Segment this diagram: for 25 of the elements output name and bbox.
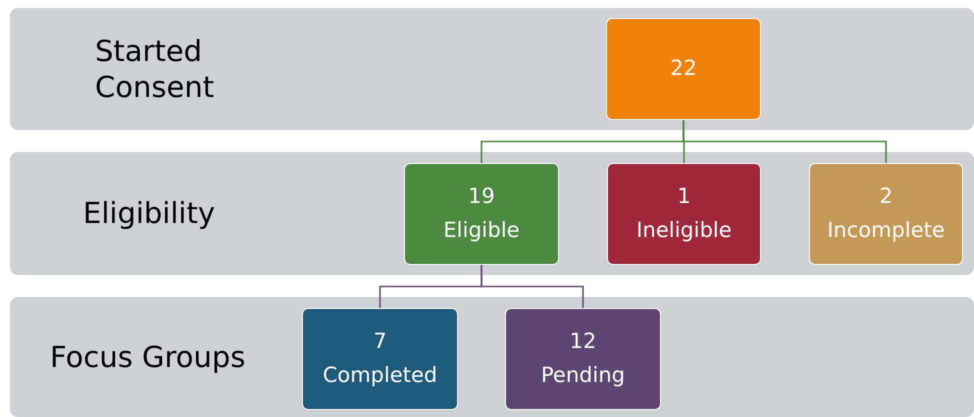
count-value: 1 [677,183,691,210]
count-box [404,163,559,265]
count-value: 7 [373,328,387,356]
connector-line [480,265,584,308]
count-label: Eligible [443,217,520,244]
count-label: 22 [670,55,697,82]
stage-band [10,8,974,130]
count-box [607,163,761,265]
count-label: Incomplete [827,217,945,244]
count-value: 2 [879,183,893,210]
stage-label: Focus Groups [50,338,246,376]
count-label: Pending [541,362,625,389]
count-value: 12 [570,328,596,356]
connector-line [682,120,887,163]
count-box [505,308,661,410]
count-label: Ineligible [636,217,732,244]
stage-label: Eligibility [83,194,216,232]
stage-band [10,152,974,275]
count-value: 19 [468,183,495,210]
count-box [302,308,458,410]
stage-label: Started Consent [95,32,216,106]
count-label: Completed [322,362,438,389]
count-box [809,163,963,265]
count-box [606,18,761,120]
stage-band [10,297,974,417]
